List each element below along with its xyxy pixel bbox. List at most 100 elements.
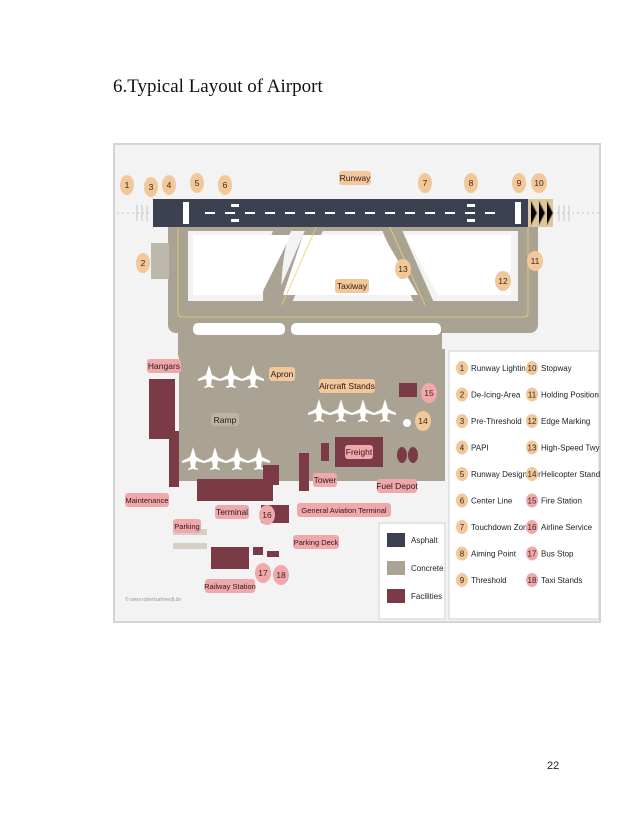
key-text-17: Bus Stop <box>541 550 574 559</box>
ga-terminal-label: General Aviation Terminal <box>301 506 387 515</box>
map-number-11: 11 <box>531 256 540 266</box>
key-number-16: 16 <box>528 523 537 532</box>
apron-label: Apron <box>271 369 294 379</box>
legend-swatch-facilities <box>387 589 405 603</box>
tower-label: Tower <box>314 475 337 485</box>
key-badge-7 <box>456 520 468 534</box>
aircraft <box>182 365 396 470</box>
legend-label-concrete: Concrete <box>411 564 444 573</box>
key-badge-11 <box>526 387 538 402</box>
key-number-9: 9 <box>460 576 465 585</box>
material-legend: Asphalt Concrete Facilities <box>378 522 446 620</box>
key-badge-1 <box>456 361 468 375</box>
key-badge-4 <box>456 440 468 455</box>
hangars-building <box>149 379 175 439</box>
terminal-annex <box>263 465 279 485</box>
map-number-2: 2 <box>141 258 146 268</box>
key-text-14: Helicopter Stand <box>541 470 600 479</box>
key-text-16: Airline Service <box>541 523 593 532</box>
freight-label: Freight <box>346 447 373 457</box>
fuel-tank-1 <box>397 447 407 463</box>
de-icing-area <box>151 243 169 279</box>
taxiway-label: Taxiway <box>337 281 368 291</box>
key-badge-10 <box>526 361 538 375</box>
map-number-5: 5 <box>195 178 200 188</box>
key-badge-17 <box>526 546 538 561</box>
page-title: 6.Typical Layout of Airport <box>113 76 323 97</box>
key-number-15: 15 <box>528 497 537 506</box>
key-number-6: 6 <box>460 497 465 506</box>
map-number-10: 10 <box>534 178 544 188</box>
key-badge-9 <box>456 573 468 587</box>
key-number-1: 1 <box>460 364 465 373</box>
map-number-17: 17 <box>258 568 268 578</box>
key-text-18: Taxi Stands <box>541 576 582 585</box>
approach-lights <box>117 205 599 221</box>
aircraft-stands-label: Aircraft Stands <box>319 381 375 391</box>
map-number-7: 7 <box>423 178 428 188</box>
runway <box>117 199 599 227</box>
map-number-6: 6 <box>223 180 228 190</box>
map-number-9: 9 <box>517 178 522 188</box>
key-badge-18 <box>526 573 538 587</box>
legend-swatch-asphalt <box>387 533 405 547</box>
map-number-8: 8 <box>469 178 474 188</box>
key-text-3: Pre-Threshold <box>471 417 522 426</box>
key-badge-5 <box>456 467 468 481</box>
railway-station-label: Railway Station <box>204 582 256 591</box>
key-number-12: 12 <box>528 417 537 426</box>
ramp-label: Ramp <box>214 415 237 425</box>
runway-label: Runway <box>340 173 371 183</box>
key-text-2: De-Icing-Area <box>471 391 521 400</box>
key-text-10: Stopway <box>541 364 572 373</box>
legend-swatch-concrete <box>387 561 405 575</box>
map-number-3: 3 <box>149 182 154 192</box>
key-number-4: 4 <box>460 444 465 453</box>
key-number-10: 10 <box>528 364 537 373</box>
key-number-3: 3 <box>460 417 465 426</box>
numbered-key: 1 Runway Lighting 2 De-Icing-Area 3 Pre-Thres… <box>448 350 600 620</box>
key-number-11: 11 <box>528 391 537 400</box>
grass-areas <box>193 235 511 335</box>
key-text-9: Threshold <box>471 576 507 585</box>
key-text-1: Runway Lighting <box>471 364 530 373</box>
key-text-7: Touchdown Zone <box>471 523 532 532</box>
key-badge-2 <box>456 387 468 402</box>
key-number-17: 17 <box>528 550 537 559</box>
legend-label-asphalt: Asphalt <box>411 536 438 545</box>
key-number-14: 14 <box>528 470 537 479</box>
key-number-8: 8 <box>460 550 465 559</box>
key-badge-16 <box>526 520 538 534</box>
terminal-label: Terminal <box>216 507 248 517</box>
map-number-12: 12 <box>498 276 508 286</box>
bus-stop <box>253 547 263 555</box>
terminal-building <box>197 479 273 501</box>
runway-centerline <box>183 202 521 224</box>
key-number-13: 13 <box>528 444 537 453</box>
key-badge-15 <box>526 493 538 508</box>
airport-layout-figure: Runway Taxiway Hangars Apron Ramp Aircra… <box>113 143 601 623</box>
page-number: 22 <box>547 760 560 772</box>
key-badge-14 <box>526 467 538 481</box>
key-text-13: High-Speed Twy <box>541 444 600 453</box>
airport-layout-diagram: Runway Taxiway Hangars Apron Ramp Aircra… <box>113 143 601 623</box>
key-badge-13 <box>526 440 538 455</box>
key-text-6: Center Line <box>471 497 513 506</box>
facilities <box>149 379 418 569</box>
key-number-2: 2 <box>460 391 465 400</box>
key-text-15: Fire Station <box>541 497 582 506</box>
key-text-4: PAPI <box>471 444 489 453</box>
maintenance-label: Maintenance <box>126 496 169 505</box>
map-number-18: 18 <box>276 570 286 580</box>
watermark: © www.robertsahmedt.de <box>125 596 181 603</box>
railway-station <box>211 547 249 569</box>
key-badge-8 <box>456 546 468 561</box>
parking-deck-label: Parking Deck <box>294 538 339 547</box>
legend-label-facilities: Facilities <box>411 592 442 601</box>
key-text-5: Runway Designator <box>471 470 541 479</box>
map-number-4: 4 <box>167 180 172 190</box>
tower <box>321 443 329 461</box>
key-number-18: 18 <box>528 576 537 585</box>
key-badge-12 <box>526 414 538 428</box>
map-number-15: 15 <box>424 388 434 398</box>
